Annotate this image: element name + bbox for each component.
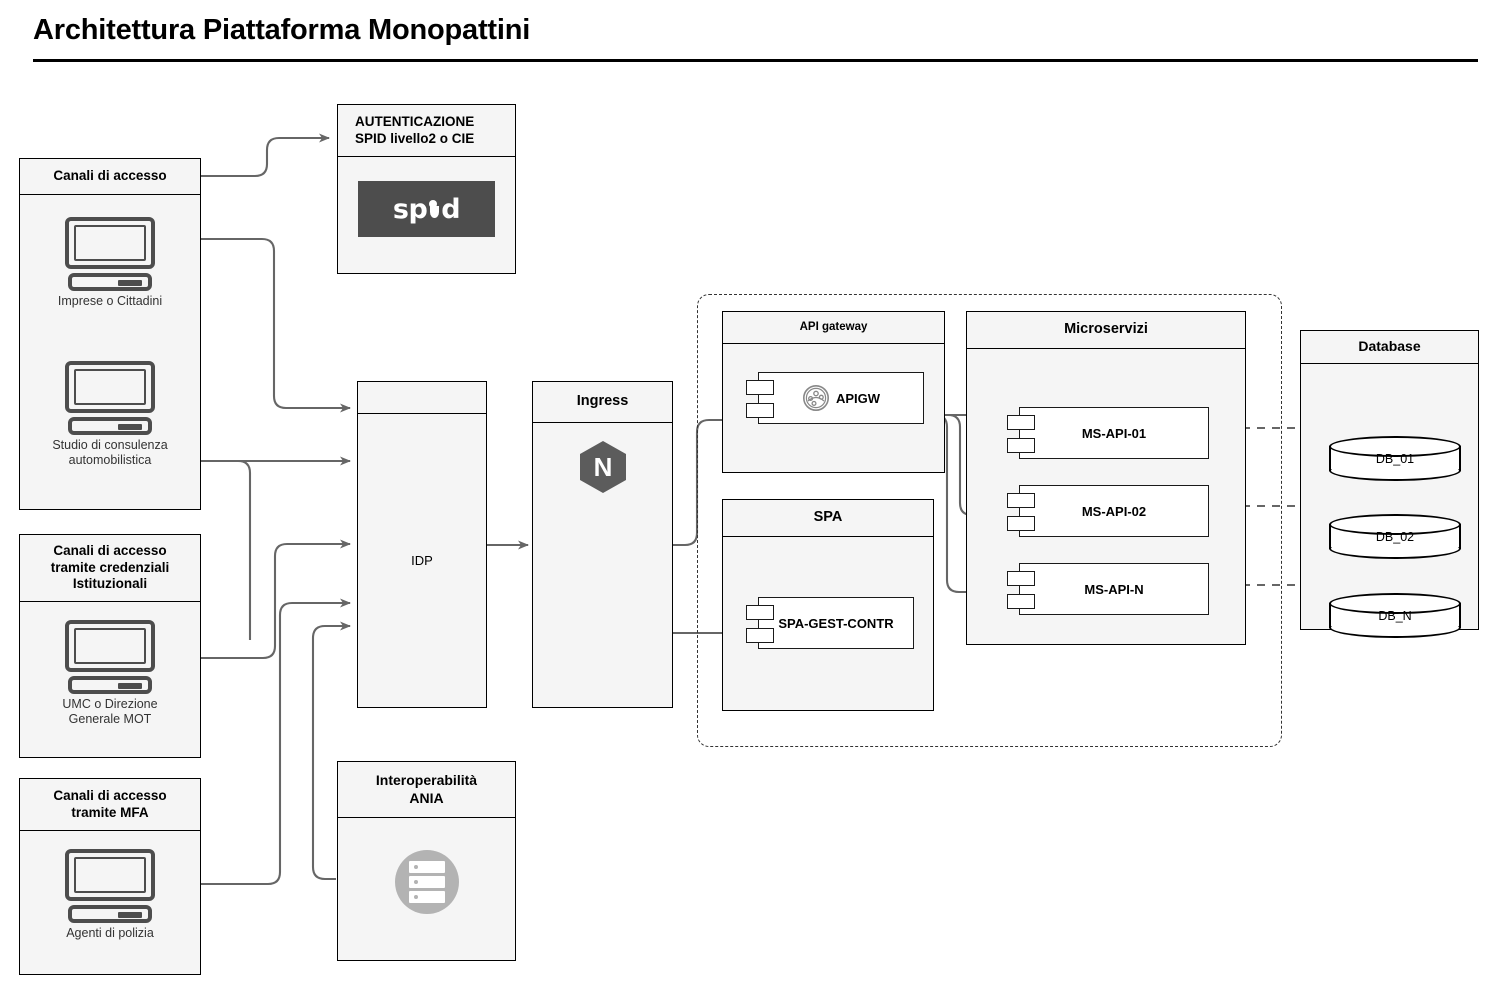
component-port-top [746,380,774,395]
component-port-bottom [1007,438,1035,453]
wire-mfa-to-idp [200,598,351,886]
panel-body: Agenti di polizia [20,831,200,976]
ingress-header: Ingress [533,382,672,423]
component-label: MS-API-01 [1081,425,1147,441]
title-divider [33,59,1478,62]
database-label: DB_01 [1375,451,1415,466]
idp-label: IDP [411,553,433,568]
actor-agenti-di-polizia: Agenti di polizia [20,849,200,941]
actor-imprese-o-cittadini: Imprese o Cittadini [20,217,200,309]
nginx-logo-letter: N [593,452,613,482]
database-label: DB_N [1378,608,1412,623]
component-port-bottom [746,403,774,418]
database-cylinder-dbn[interactable]: DB_N [1329,593,1461,638]
database-cylinder-db02[interactable]: DB_02 [1329,514,1461,559]
component-spa-gest-contr[interactable]: SPA-GEST-CONTR [746,597,914,649]
spa-panel: SPA SPA-GEST-CONTR [722,499,934,711]
panel-body: DB_01 DB_02 DB_N [1301,364,1478,638]
ingress-panel: Ingress N [532,381,673,708]
component-label: SPA-GEST-CONTR [778,615,894,631]
api-gateway-panel: API gateway APIGW [722,311,945,473]
panel-header: API gateway [723,312,944,344]
component-ms-api-02[interactable]: MS-API-02 [1007,485,1209,537]
wire-studio-to-idp [200,459,252,640]
idp-header [358,382,486,414]
component-port-top [746,605,774,620]
panel-body: APIGW [723,344,944,472]
wire-imprese-to-idp [200,237,351,413]
component-apigw[interactable]: APIGW [746,372,924,424]
server-bar [409,876,445,888]
ingress-body: N [533,423,672,707]
panel-body: SPA-GEST-CONTR [723,537,933,710]
component-ms-api-01[interactable]: MS-API-01 [1007,407,1209,459]
desktop-computer-icon [65,217,155,291]
idp-body: IDP [358,414,486,707]
component-port-bottom [1007,594,1035,609]
panel-body: MS-API-01 MS-API-02 MS-API-N [967,349,1245,644]
component-port-top [1007,571,1035,586]
panel-header: Canali di accesso [20,159,200,195]
panel-header: SPA [723,500,933,537]
page-title: Architettura Piattaforma Monopattini [33,14,531,46]
panel-body: Imprese o Cittadini Studio di consulenza… [20,195,200,509]
idp-panel: IDP [357,381,487,708]
desktop-computer-icon [65,361,155,435]
component-label: MS-API-02 [1081,503,1147,519]
desktop-computer-icon [65,620,155,694]
desktop-computer-icon [65,849,155,923]
server-bar [409,861,445,873]
database-label: DB_02 [1375,529,1415,544]
wire-canali-to-auth [200,133,330,178]
component-label: APIGW [835,390,881,406]
actor-label: Agenti di polizia [66,926,154,940]
component-port-top [1007,493,1035,508]
panel-body [338,818,515,960]
nginx-logo: N [580,441,626,493]
server-bar [409,891,445,903]
database-panel: Database DB_01 DB_02 DB_N [1300,330,1479,638]
panel-header: Database [1301,331,1478,364]
component-port-bottom [1007,516,1035,531]
wire-umc-to-idp [200,539,351,660]
server-rack-icon [395,850,459,914]
actor-label: Imprese o Cittadini [57,294,163,308]
canali-di-accesso-panel: Canali di accesso Imprese o Cittadini St… [19,158,201,510]
microservizi-panel: Microservizi MS-API-01 MS-API-02 MS-API-… [966,311,1246,645]
component-label: MS-API-N [1084,581,1144,597]
component-ms-api-n[interactable]: MS-API-N [1007,563,1209,615]
component-port-bottom [746,628,774,643]
panel-header: Microservizi [967,312,1245,349]
kubernetes-cluster-boundary [697,294,1282,747]
database-cylinder-db01[interactable]: DB_01 [1329,436,1461,481]
component-port-top [1007,415,1035,430]
network-globe-icon [802,385,829,411]
